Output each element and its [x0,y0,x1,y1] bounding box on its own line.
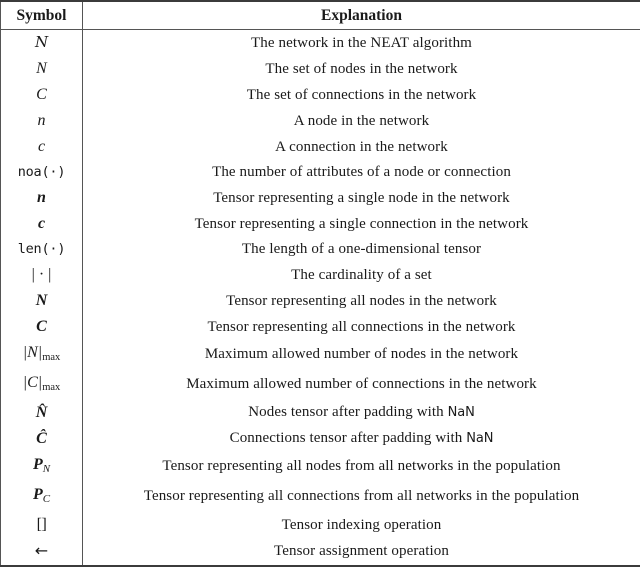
symbol-glyph: Ĉ [36,430,47,447]
explanation-cell: Nodes tensor after padding with NaN [83,400,640,426]
explanation-text: Connections tensor after padding with [230,430,467,446]
table-row: c A connection in the network [1,134,640,160]
table-row: ← Tensor assignment operation [1,538,640,566]
table-row: n Tensor representing a single node in th… [1,185,640,211]
explanation-cell: A node in the network [83,108,640,134]
table-row: N Tensor representing all nodes in the ne… [1,288,640,314]
symbol-glyph: c [38,215,45,232]
symbol-subscript: max [42,352,60,363]
explanation-cell: A connection in the network [83,134,640,160]
symbol-glyph: c [38,138,45,155]
symbol-cell: PN [1,452,83,482]
explanation-cell: Tensor representing all connections in t… [83,314,640,340]
header-row: Symbol Explanation [1,1,640,30]
symbol-glyph: noa(·) [18,164,66,180]
symbol-glyph: N [36,60,47,77]
symbol-glyph: Ν [35,33,48,51]
table-row: Ĉ Connections tensor after padding with … [1,426,640,452]
explanation-cell: Tensor representing a single node in the… [83,185,640,211]
symbol-glyph: ← [35,541,48,560]
symbol-cell: C [1,82,83,108]
column-header-symbol: Symbol [1,1,83,30]
explanation-cell: Maximum allowed number of connections in… [83,370,640,400]
symbol-cell: c [1,134,83,160]
symbol-glyph: len(·) [18,241,66,257]
symbol-glyph: n [38,112,46,129]
explanation-cell: Maximum allowed number of nodes in the n… [83,340,640,370]
symbol-cell: n [1,185,83,211]
explanation-cell: Connections tensor after padding with Na… [83,426,640,452]
table-row: N The set of nodes in the network [1,56,640,82]
symbol-cell: C [1,314,83,340]
table-header: Symbol Explanation [1,1,640,30]
symbol-cell: N [1,56,83,82]
explanation-cell: The length of a one-dimensional tensor [83,237,640,262]
code-term: NaN [448,405,475,420]
symbol-subscript: max [42,382,60,393]
table-row: n A node in the network [1,108,640,134]
explanation-cell: The number of attributes of a node or co… [83,160,640,185]
symbol-cell: | · | [1,262,83,288]
symbol-glyph: | · | [32,266,52,283]
symbol-cell: Ν [1,30,83,57]
symbol-cell: len(·) [1,237,83,262]
symbol-glyph: P [33,486,43,503]
symbol-subscript: C [43,493,50,505]
explanation-cell: Tensor representing all nodes from all n… [83,452,640,482]
symbol-cell: [] [1,512,83,538]
explanation-text: Nodes tensor after padding with [248,404,447,420]
symbol-cell: c [1,211,83,237]
symbol-glyph: |C| [23,374,42,391]
explanation-cell: Tensor assignment operation [83,538,640,566]
symbol-cell: n [1,108,83,134]
explanation-cell: Tensor representing a single connection … [83,211,640,237]
symbol-cell: Ĉ [1,426,83,452]
table-row: C The set of connections in the network [1,82,640,108]
explanation-cell: The set of connections in the network [83,82,640,108]
symbol-cell: ← [1,538,83,566]
table-row: c Tensor representing a single connection… [1,211,640,237]
explanation-cell: Tensor representing all connections from… [83,482,640,512]
explanation-cell: Tensor representing all nodes in the net… [83,288,640,314]
table-row: len(·) The length of a one-dimensional te… [1,237,640,262]
table-row: noa(·) The number of attributes of a node… [1,160,640,185]
table-row: Ν The network in the NEAT algorithm [1,30,640,57]
symbol-glyph: N̂ [36,404,48,421]
symbol-cell: |C|max [1,370,83,400]
symbol-glyph: N [36,292,48,309]
symbol-cell: N̂ [1,400,83,426]
explanation-cell: The cardinality of a set [83,262,640,288]
symbol-cell: |N|max [1,340,83,370]
symbol-glyph: C [36,318,47,335]
symbol-cell: N [1,288,83,314]
table-row: C Tensor representing all connections in … [1,314,640,340]
table-row: N̂ Nodes tensor after padding with NaN [1,400,640,426]
symbol-glyph: [] [37,516,47,533]
symbol-glyph: |N| [23,344,42,361]
symbol-glyph: P [33,456,43,473]
symbol-glyph: n [37,189,46,206]
column-header-explanation: Explanation [83,1,640,30]
explanation-cell: Tensor indexing operation [83,512,640,538]
table-row: | · | The cardinality of a set [1,262,640,288]
symbol-cell: PC [1,482,83,512]
symbol-subscript: N [43,463,50,475]
code-term: NaN [466,431,493,446]
explanation-cell: The set of nodes in the network [83,56,640,82]
symbol-cell: noa(·) [1,160,83,185]
symbol-glyph: C [36,86,47,103]
table-row: [] Tensor indexing operation [1,512,640,538]
explanation-cell: The network in the NEAT algorithm [83,30,640,57]
